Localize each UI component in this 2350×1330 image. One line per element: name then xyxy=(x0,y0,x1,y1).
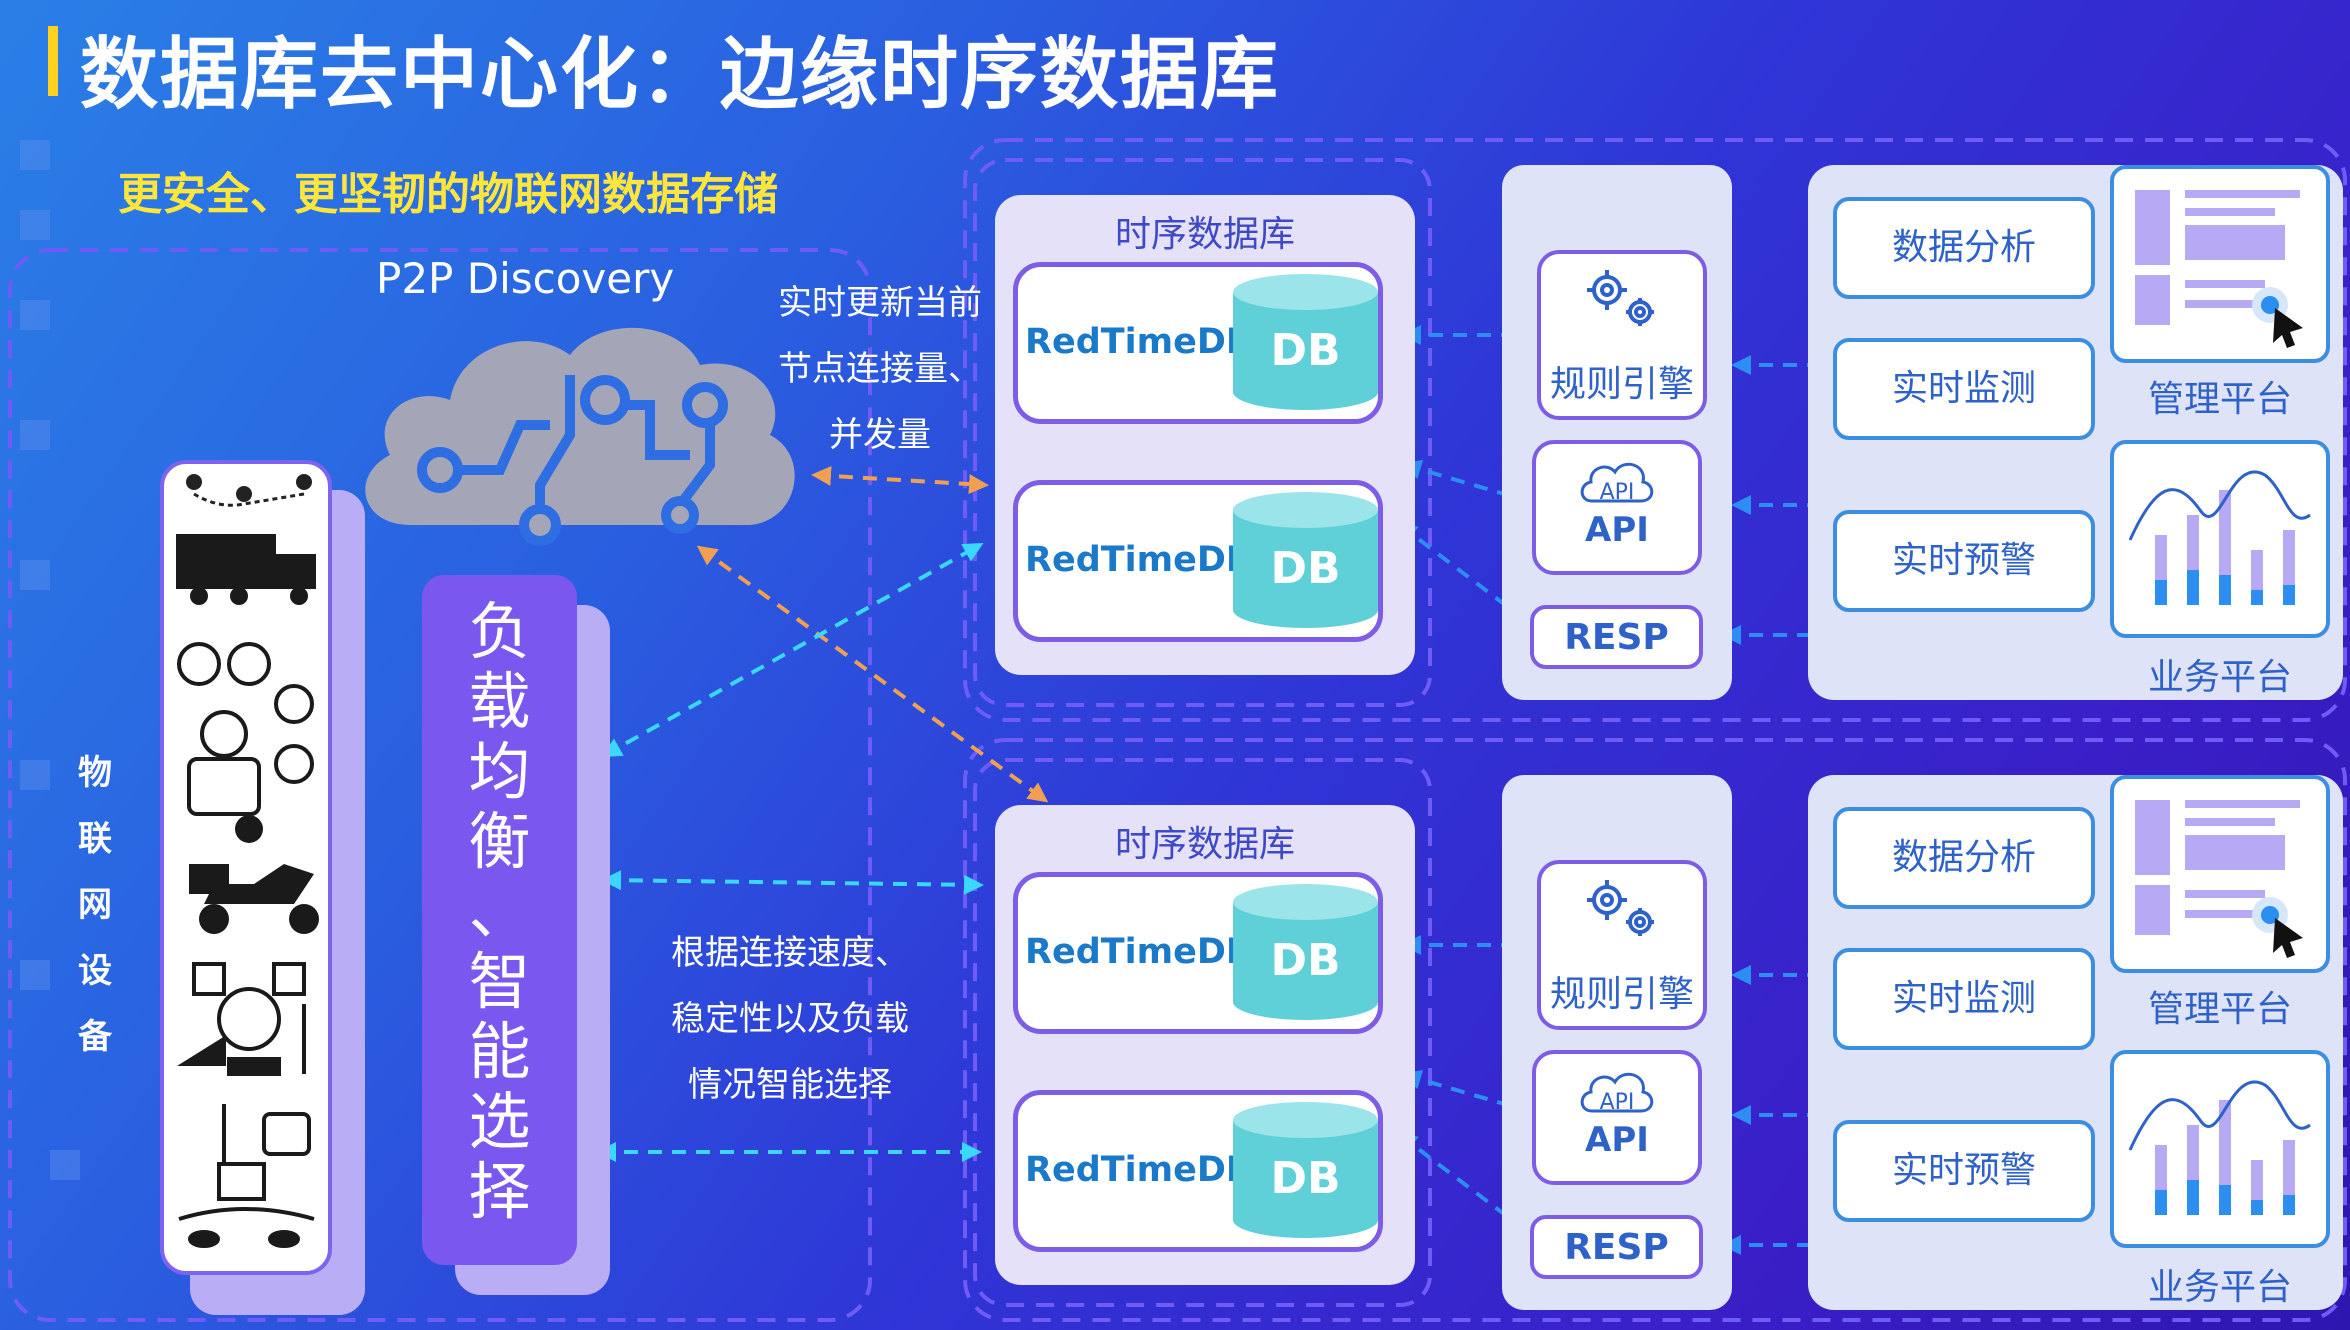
database-cylinder-icon xyxy=(1233,1102,1378,1238)
app-realtime-alert-button[interactable]: 实时预警 xyxy=(1833,510,2095,612)
resp-box[interactable]: RESP xyxy=(1530,605,1703,669)
p2p-discovery-label: P2P Discovery xyxy=(376,254,675,303)
annotation-top: 实时更新当前 节点连接量、 并发量 xyxy=(778,283,982,455)
iot-devices-panel xyxy=(160,460,332,1275)
app-data-analysis-button[interactable]: 数据分析 xyxy=(1833,197,2095,299)
energy-plant-icon xyxy=(177,962,306,1076)
load-balance-panel: 负 载 均 衡 、 智 能 选 择 xyxy=(422,575,577,1265)
location-pins-icon xyxy=(186,474,312,507)
app-realtime-alert-button[interactable]: 实时预警 xyxy=(1833,1120,2095,1222)
rules-engine-box[interactable] xyxy=(1537,860,1707,1030)
api-label: API xyxy=(1585,510,1649,550)
database-cylinder-icon xyxy=(1233,492,1378,628)
db-label: DB xyxy=(1270,325,1341,376)
delivery-scooter-icon xyxy=(189,815,319,934)
db-label: DB xyxy=(1270,543,1341,594)
management-platform-label: 管理平台 xyxy=(2147,989,2292,1030)
dashboard-cursor-icon xyxy=(2135,190,2303,348)
gears-icon xyxy=(1587,880,1654,936)
app-realtime-monitor-button[interactable]: 实时监测 xyxy=(1833,338,2095,440)
database-cylinder-icon xyxy=(1233,274,1378,410)
db-node-name: RedTimeDB xyxy=(1025,322,1253,362)
brain-cloud-icon xyxy=(350,305,810,555)
iot-devices-label: 物 联 网 设 备 xyxy=(78,753,112,1057)
business-platform-label: 业务平台 xyxy=(2147,657,2292,698)
api-icon-text: API xyxy=(1599,1090,1635,1115)
title-accent-bar xyxy=(48,26,58,96)
db-label: DB xyxy=(1270,935,1341,986)
business-platform-label: 业务平台 xyxy=(2147,1267,2292,1308)
factory-water-weather-farmer-icon xyxy=(177,642,314,816)
annotation-bottom: 根据连接速度、 稳定性以及负载 情况智能选择 xyxy=(671,933,909,1105)
bar-line-chart-icon xyxy=(2128,1080,2311,1215)
db-node-name: RedTimeDB xyxy=(1025,932,1253,972)
api-cloud-icon xyxy=(1580,462,1654,503)
resp-box[interactable]: RESP xyxy=(1530,1215,1703,1279)
page-subtitle: 更安全、更坚韧的物联网数据存储 xyxy=(118,169,778,220)
db-node-name: RedTimeDB xyxy=(1025,540,1253,580)
api-box[interactable] xyxy=(1532,1050,1702,1185)
aquaculture-sensor-icon xyxy=(178,1104,315,1248)
app-realtime-monitor-button[interactable]: 实时监测 xyxy=(1833,948,2095,1050)
api-cloud-icon xyxy=(1580,1072,1654,1113)
dashboard-cursor-icon xyxy=(2135,800,2303,958)
api-label: API xyxy=(1585,1120,1649,1160)
api-box[interactable] xyxy=(1532,440,1702,575)
bar-line-chart-icon xyxy=(2128,470,2311,605)
db-group-title: 时序数据库 xyxy=(1114,824,1295,865)
rules-engine-label: 规则引擎 xyxy=(1549,974,1694,1015)
page-title: 数据库去中心化：边缘时序数据库 xyxy=(80,30,1281,120)
api-icon-text: API xyxy=(1599,480,1635,505)
rules-engine-box[interactable] xyxy=(1537,250,1707,420)
db-node-name: RedTimeDB xyxy=(1025,1150,1253,1190)
database-cylinder-icon xyxy=(1233,884,1378,1020)
gears-icon xyxy=(1587,270,1654,326)
app-data-analysis-button[interactable]: 数据分析 xyxy=(1833,807,2095,909)
db-group-title: 时序数据库 xyxy=(1114,214,1295,255)
truck-icon xyxy=(176,534,316,605)
management-platform-label: 管理平台 xyxy=(2147,379,2292,420)
db-label: DB xyxy=(1270,1153,1341,1204)
rules-engine-label: 规则引擎 xyxy=(1549,364,1694,405)
